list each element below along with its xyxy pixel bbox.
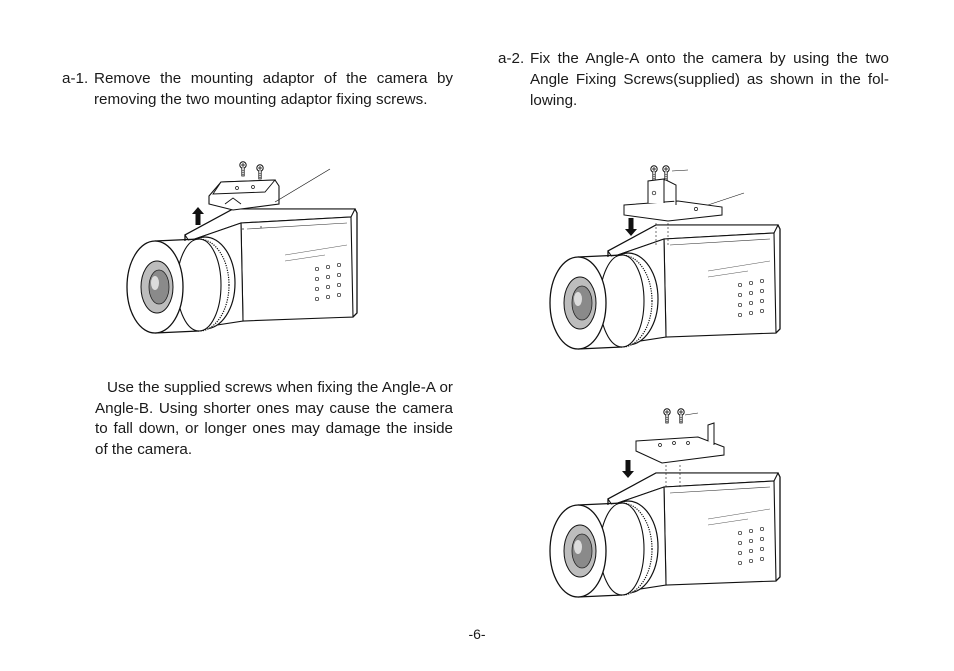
arrow-down-icon [622, 460, 634, 478]
arrow-down-icon [625, 218, 637, 236]
figure-remove-adaptor [126, 161, 358, 334]
step-text: Remove the mounting adaptor of the camer… [94, 70, 453, 108]
step-number: a-1. [62, 70, 89, 87]
angle-screw-icon [662, 165, 670, 181]
step-number: a-2. [498, 50, 525, 67]
page-number: -6- [468, 626, 486, 642]
mounting-adaptor [209, 180, 279, 210]
caution-note: Use the supplied screws when fixing the … [95, 379, 453, 458]
angle-screw-icon [677, 408, 685, 424]
angle-b-bracket [636, 423, 724, 463]
adaptor-screw-icon [239, 161, 247, 177]
step-text: Fix the Angle-A onto the camera by using… [530, 50, 889, 109]
angle-a-bracket [624, 179, 722, 221]
angle-screw-icon [650, 165, 658, 181]
adaptor-screw-icon [256, 164, 264, 180]
angle-screw-icon [663, 408, 671, 424]
step-a1: a-1. Remove the mounting adaptor of the … [62, 68, 453, 110]
figure-fix-angle-b [549, 408, 781, 598]
figure-fix-angle-a [549, 165, 781, 350]
arrow-up-icon [192, 207, 204, 225]
step-a2: a-2. Fix the Angle-A onto the camera by … [498, 48, 889, 111]
